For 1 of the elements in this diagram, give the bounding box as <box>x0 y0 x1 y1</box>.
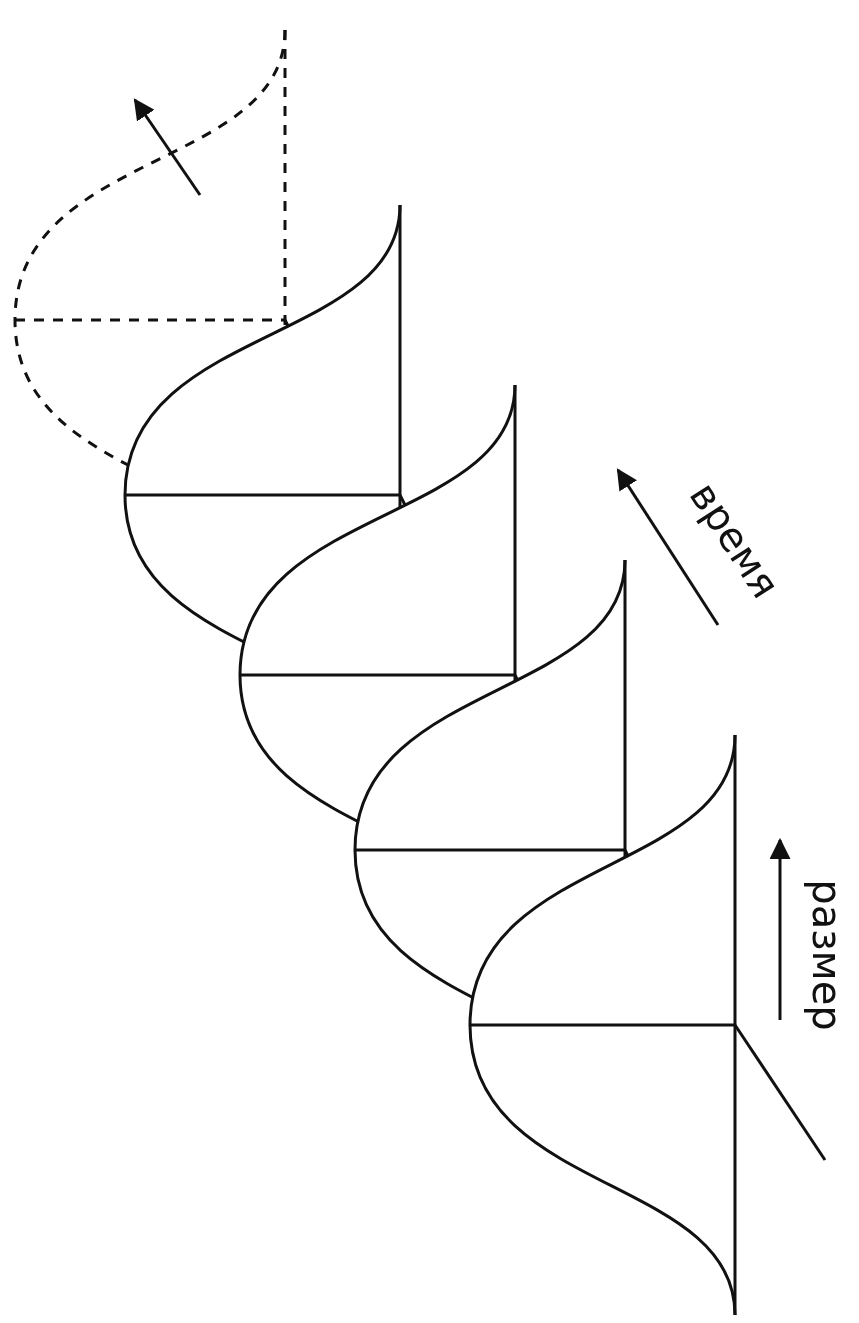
axis-label: размер <box>806 879 847 1031</box>
